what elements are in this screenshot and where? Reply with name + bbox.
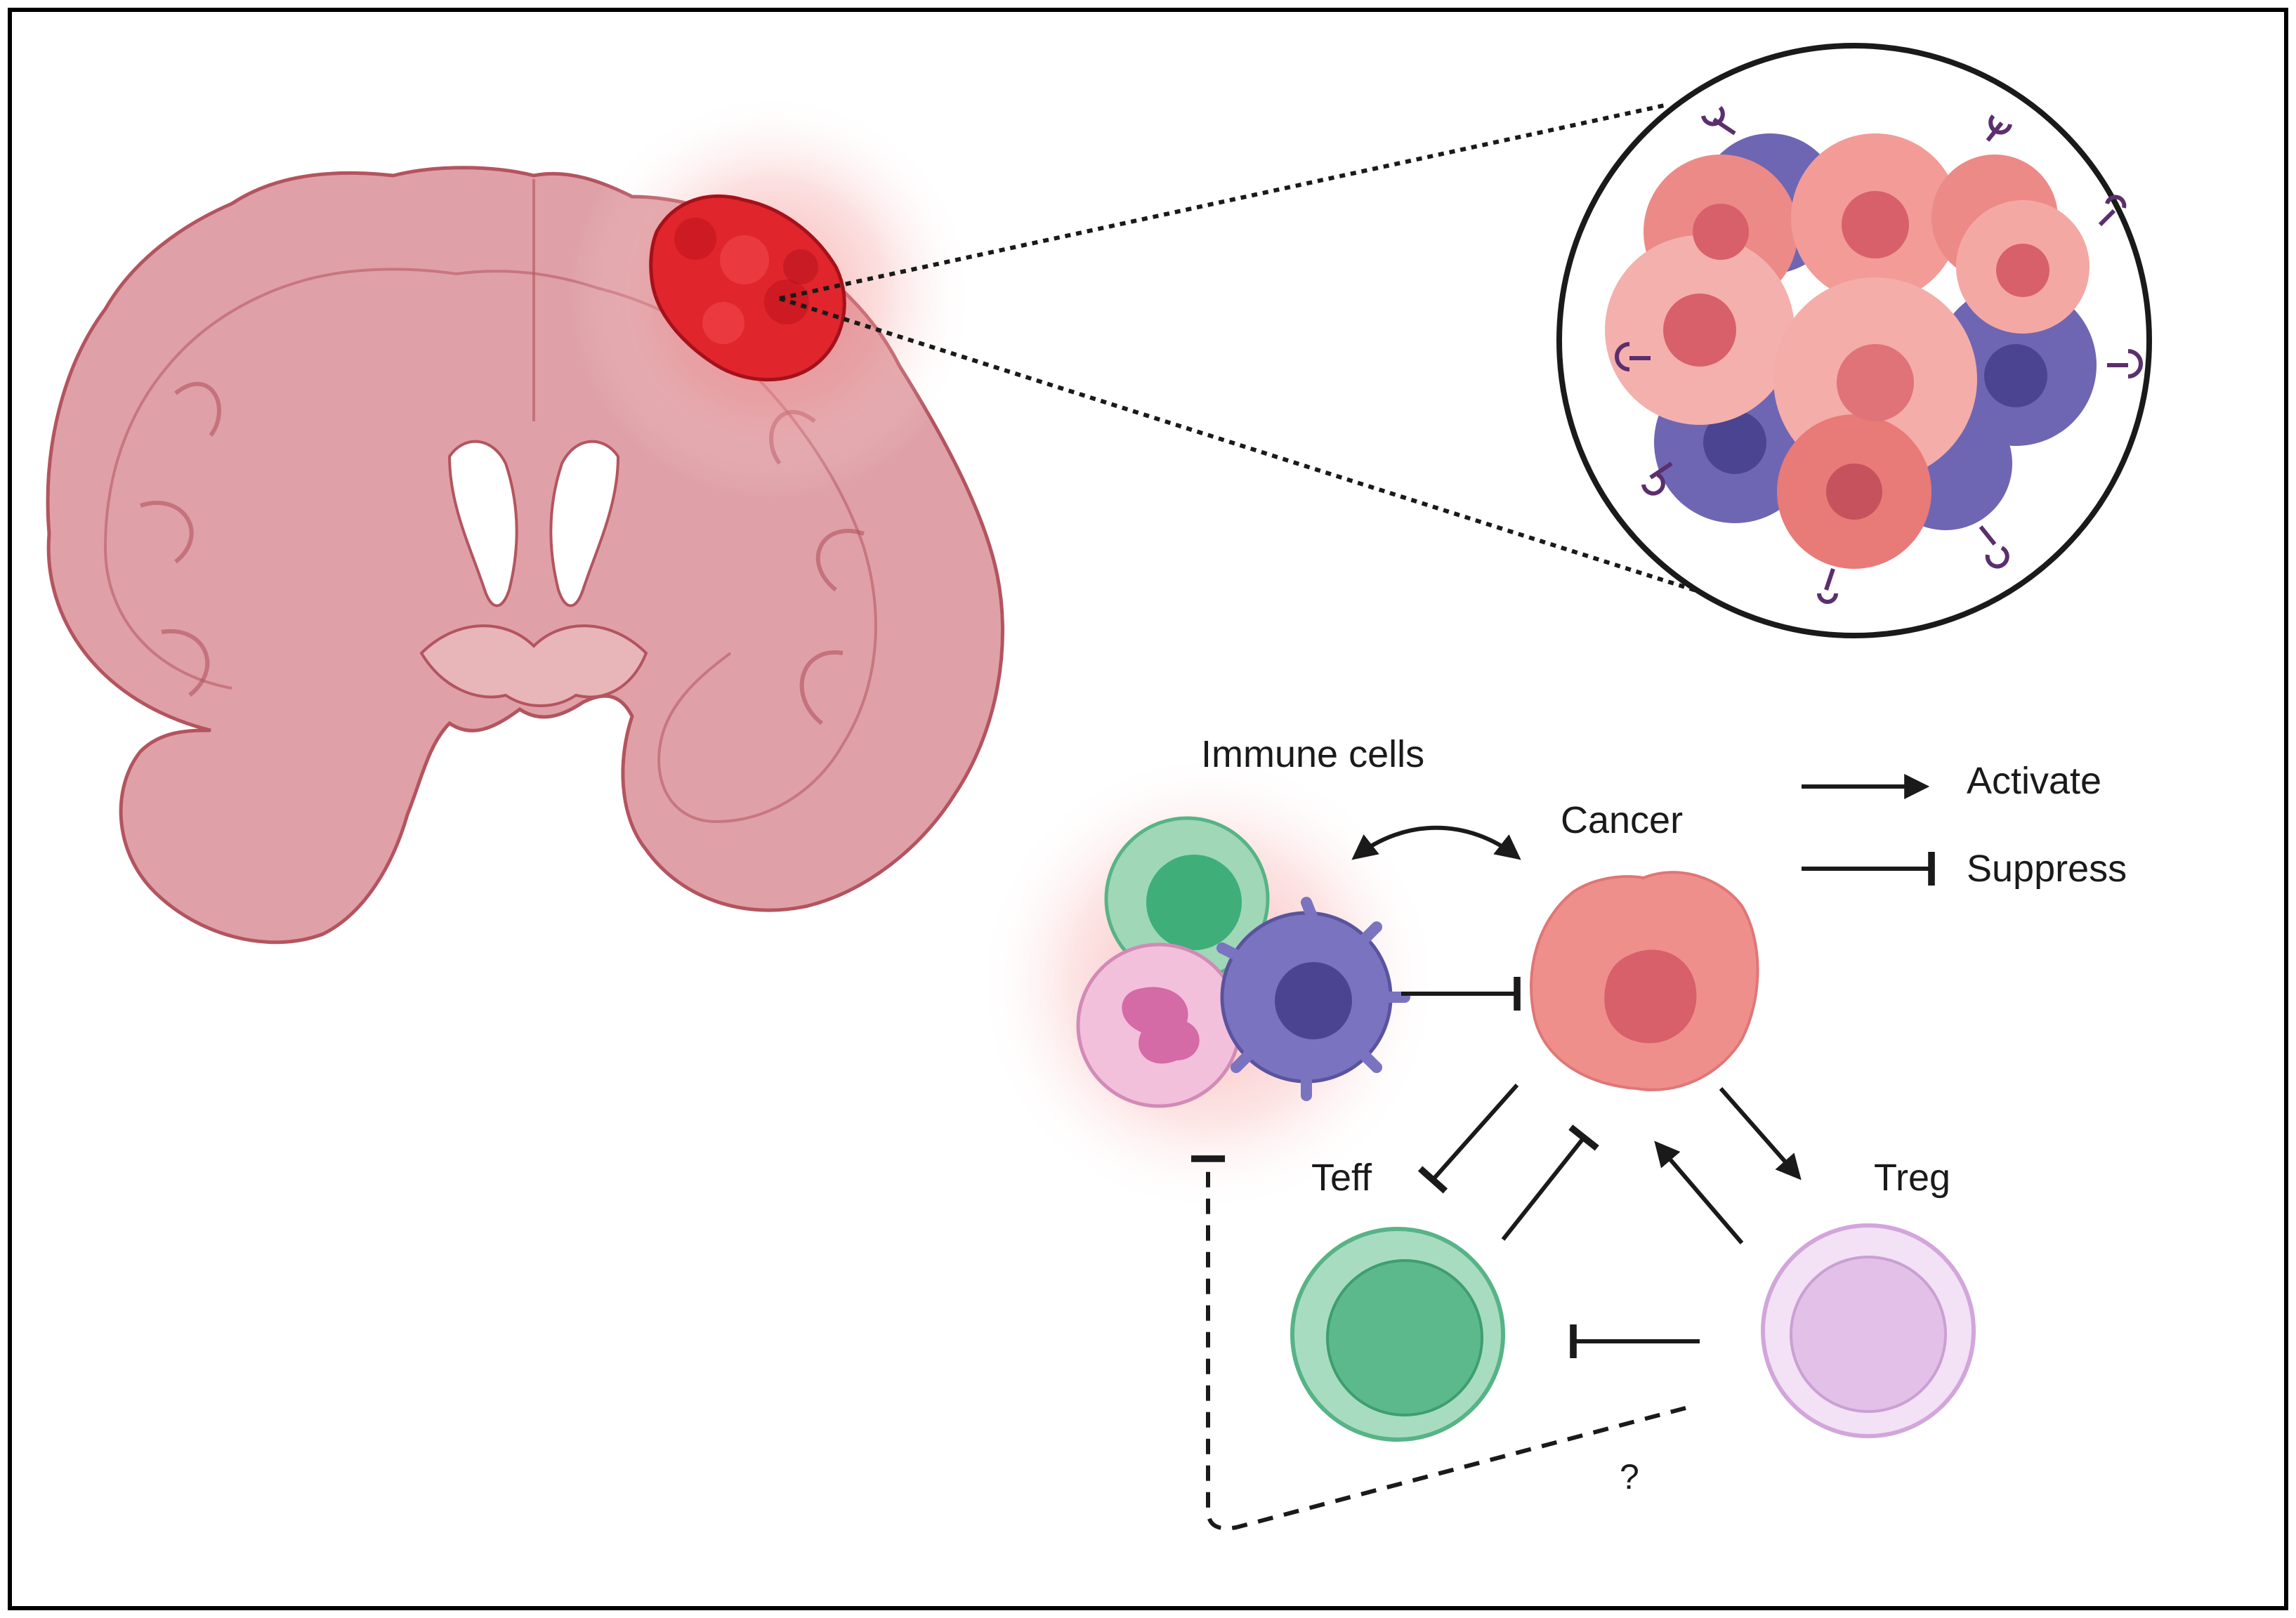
cancer-cell: Cancer	[1530, 799, 1759, 1091]
immune-cancer-bidirectional-arrow	[1351, 825, 1521, 860]
treg-suppress-immune-dashed	[1191, 1155, 1686, 1531]
brain-coronal-section	[46, 91, 1004, 945]
label-treg: Treg	[1874, 1157, 1950, 1199]
cancer-activate-treg	[1719, 1087, 1802, 1180]
label-cancer: Cancer	[1561, 799, 1683, 841]
cancer-suppress-teff	[1417, 1084, 1519, 1194]
teff-cell: Teff	[1290, 1157, 1505, 1442]
immune-cells-group: Immune cells	[976, 733, 1440, 1215]
legend-activate-label: Activate	[1967, 760, 2101, 802]
cancer-cells-cluster	[1605, 133, 2090, 569]
legend: Activate Suppress	[1802, 760, 2127, 890]
legend-suppress-label: Suppress	[1967, 848, 2127, 890]
dendritic-cell	[1216, 897, 1410, 1101]
zoom-line-bottom	[779, 296, 1827, 634]
label-teff: Teff	[1311, 1157, 1372, 1199]
interaction-arrows	[1191, 825, 1802, 1531]
treg-activate-cancer	[1654, 1140, 1744, 1244]
zoom-line-top	[779, 103, 1665, 301]
label-unknown: ?	[1620, 1457, 1639, 1497]
tumor-microenvironment-inset	[1556, 43, 2152, 638]
tumor-mass	[649, 194, 846, 382]
teff-suppress-cancer	[1501, 1124, 1599, 1241]
treg-cell: Treg	[1761, 1157, 1976, 1438]
receptor-markers	[1615, 105, 2143, 604]
label-immune-cells: Immune cells	[1201, 733, 1424, 775]
